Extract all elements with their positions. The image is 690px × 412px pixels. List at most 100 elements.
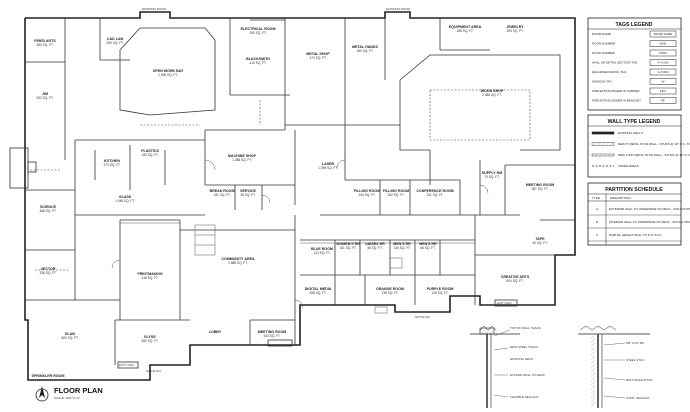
room-area: 128 SQ. FT. [431, 291, 448, 295]
room-name: FILLING ROOM [383, 189, 409, 193]
drawing-title: FLOOR PLAN [54, 386, 103, 395]
entrance-label: EXIT ONLY [119, 363, 134, 367]
room-name: WOMEN'S RR [336, 242, 360, 246]
room-name: METAL HANDS [352, 45, 378, 49]
wall-type-legend-title: WALL TYPE LEGEND [608, 119, 661, 125]
room-name: UNISEX RR [365, 242, 385, 246]
partition-type: C [596, 233, 599, 237]
room-name: BLACKSMITH [246, 57, 270, 61]
tag-symbol [649, 49, 677, 57]
room-name: GLASS [119, 195, 132, 199]
suite-label: SUITE 104 [146, 369, 161, 373]
tags-legend-tag: FEC [660, 89, 667, 93]
detail-note: STEEL STUD [626, 358, 645, 362]
room-area: 800 SQ. FT. [61, 336, 78, 340]
room-name: BLUE ROOM [311, 247, 333, 251]
room-area: 262 SQ. FT. [387, 193, 404, 197]
partition-type: B [596, 220, 598, 224]
room-area: 40 SQ. FT. [532, 241, 547, 245]
room-name: LOBBY [209, 330, 222, 334]
room-area: 283 SQ. FT. [36, 43, 53, 47]
room-label: LOBBY [209, 330, 222, 334]
room-area: 146 SQ. FT. [393, 246, 410, 250]
room-area: 253 SQ. FT. [506, 29, 523, 33]
room-name: PURPLE ROOM [427, 287, 454, 291]
room-area: 66 SQ. FT. [420, 246, 435, 250]
room-name: COMMUNITY AREA [221, 257, 255, 261]
room-area: 311 SQ. FT. [427, 193, 444, 197]
wall-type-swatch [591, 131, 615, 135]
tags-legend-label: WALL OR DETAIL SECTION TAG [592, 61, 638, 65]
tags-legend-label: WINDOW TAG [592, 80, 613, 84]
tags-legend-title: TAGS LEGEND [615, 22, 652, 28]
detail-note: NEW STEEL TRACK [510, 345, 538, 349]
partition-type: A [596, 207, 598, 211]
room-name: SUPPLY RM [482, 171, 503, 175]
partition-description: INTERIOR WALL TO UNDERSIDE OF DECK - SOU… [609, 220, 690, 224]
room-area: 1,098 SQ. FT. [158, 73, 178, 77]
tags-legend-tag: A-X.000 [658, 61, 669, 65]
room-name: TAPE [535, 237, 545, 241]
tags-legend-tag: A-X.000 [658, 70, 669, 74]
room-area: 260 SQ. FT. [106, 41, 123, 45]
tags-legend-label: ENLARGED DETAIL TAG [592, 70, 627, 74]
walls [9, 11, 576, 381]
room-name: BREAK ROOM [210, 189, 235, 193]
wall-type-swatch [591, 153, 615, 157]
room-name: ELYSE [144, 335, 156, 339]
room-area: 1,388 SQ. FT. [232, 158, 252, 162]
tag-symbol [649, 87, 677, 95]
room-name: FILLING ROOM [354, 189, 380, 193]
room-name: KITCHEN [104, 159, 120, 163]
drawing-scale: SCALE: 3/32"=1'-0" [54, 396, 80, 400]
room-name: MEN'S RR [393, 242, 411, 246]
detail-note: CONT. SEALANT [626, 396, 650, 400]
room-area: 70 SQ. FT. [484, 175, 499, 179]
tags-legend-label: ROOM NAME [592, 32, 611, 36]
room-area: 244 SQ. FT. [358, 193, 375, 197]
room-area: 273 SQ. FT. [103, 163, 120, 167]
room-area: 180 SQ. FT. [356, 49, 373, 53]
room-name: CONFERENCE ROOM [416, 189, 453, 193]
room-name: LASER [322, 162, 335, 166]
room-name: FIRED ARTS [34, 39, 56, 43]
room-area: 550 SQ. FT. [141, 339, 158, 343]
room-area: 474 SQ. FT. [309, 56, 326, 60]
suite-labels: SUITE 104 SUITE 104 EXIT ONLY EXIT ONLY … [119, 7, 512, 373]
room-name: PRINTMAKING [137, 272, 163, 276]
room-name: DIGITAL MEDIA [305, 287, 332, 291]
wall-type-swatch [591, 142, 615, 146]
detail-note: FLEXIBLE SEALANT [510, 395, 539, 399]
tags-legend-label: FIRE EXTINGUISHER IN BRACKET [592, 99, 641, 103]
partition-header-type: TYPE [592, 196, 600, 200]
tags-legend-tag: ROOM NAME [654, 32, 673, 36]
partition-schedule-title: PARTITION SCHEDULE [605, 187, 663, 193]
room-area: 56 SQ. FT. [367, 246, 382, 250]
room-name: JIM [42, 92, 48, 96]
room-name: VECTOR [41, 267, 56, 271]
